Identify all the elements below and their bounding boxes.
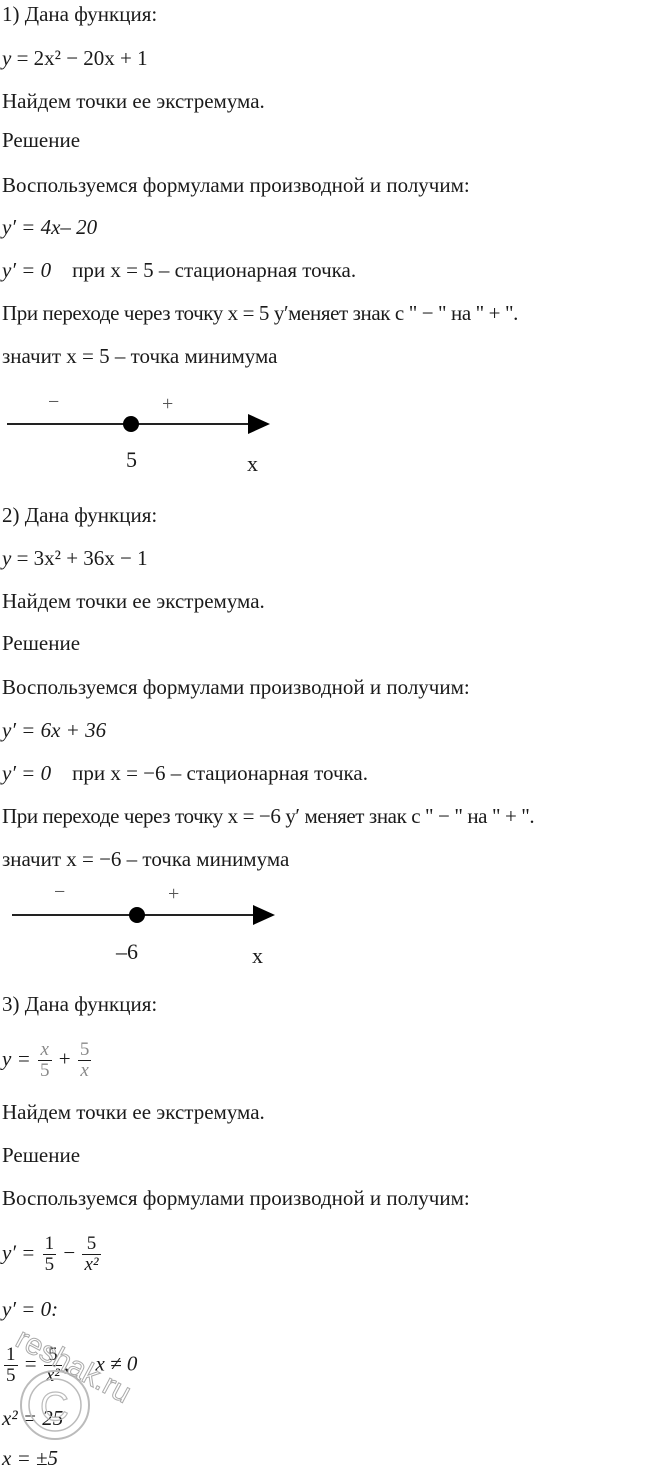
left-sign-label: −: [48, 391, 60, 413]
problem-3-derivative-intro: Воспользуемся формулами производной и по…: [2, 1186, 470, 1210]
problem-3-task: Найдем точки ее экстремума.: [2, 1100, 265, 1124]
domain-condition: x ≠ 0: [95, 1351, 138, 1376]
function-lhs: y: [2, 46, 12, 70]
denominator: 5: [44, 1254, 55, 1275]
function-lhs: y =: [2, 1046, 31, 1071]
fraction-5-over-x2: 5 x²: [82, 1234, 101, 1275]
numerator: 5: [43, 1345, 62, 1366]
problem-2-task: Найдем точки ее экстремума.: [2, 589, 265, 613]
problem-1-solution-label: Решение: [2, 128, 81, 152]
problem-1-stationary: y′ = 0 при x = 5 – стационарная точка.: [2, 258, 356, 282]
number-line-1: − + 5 x: [0, 385, 300, 485]
denominator: 5: [6, 1365, 16, 1386]
stationary-eq: y′ = 0: [2, 258, 52, 282]
derivative-lhs: y′ =: [2, 1240, 36, 1265]
denominator: x²: [84, 1254, 99, 1275]
problem-1-sign-change: При переходе через точку x = 5 y′меняет …: [2, 301, 518, 325]
problem-3-equation: 1 5 = 5 x² , x ≠ 0: [2, 1345, 137, 1386]
problem-3-derivative: y′ = 1 5 − 5 x²: [2, 1234, 103, 1275]
function-lhs: y: [2, 546, 12, 570]
numerator: 5: [82, 1234, 101, 1255]
stationary-note: – стационарная точка.: [158, 258, 357, 282]
function-rhs: = 3x² + 36x − 1: [16, 546, 148, 570]
denominator: x²: [45, 1365, 60, 1386]
function-rhs: = 2x² − 20x + 1: [16, 46, 148, 70]
left-sign-label: −: [54, 881, 66, 903]
numerator: x: [38, 1040, 52, 1061]
problem-3-function: y = x 5 + 5 x: [2, 1040, 93, 1081]
axis-label: x: [247, 451, 258, 476]
axis-label: x: [252, 943, 263, 968]
fraction-1-over-5: 1 5: [4, 1345, 18, 1386]
problem-3-step-roots: x = ±5: [2, 1446, 59, 1470]
stationary-note: – стационарная точка.: [170, 761, 368, 785]
problem-2-sign-change: При переходе через точку x = −6 y′ меняе…: [2, 804, 535, 828]
problem-3-set-zero: y′ = 0:: [2, 1297, 59, 1321]
fraction-1-over-5: 1 5: [42, 1233, 57, 1275]
fraction-5-over-x2: 5 x²: [43, 1345, 62, 1386]
problem-1-header: 1) Дана функция:: [2, 2, 158, 26]
point-label: –6: [116, 939, 138, 964]
right-sign-label: +: [168, 883, 180, 905]
problem-1-derivative: y′ = 4x– 20: [2, 215, 98, 239]
comma: ,: [63, 1351, 70, 1376]
point-label: 5: [126, 447, 137, 472]
plus-sign: +: [58, 1046, 71, 1071]
problem-3-step-square: x² = 25: [2, 1406, 64, 1430]
minus-sign: −: [63, 1240, 76, 1265]
problem-3-header: 3) Дана функция:: [2, 992, 158, 1016]
numerator: 1: [4, 1344, 18, 1366]
number-line-2: − + –6 x: [0, 875, 300, 975]
problem-1-conclusion: значит x = 5 – точка минимума: [2, 344, 278, 368]
problem-3-solution-label: Решение: [2, 1143, 81, 1167]
problem-2-solution-label: Решение: [2, 631, 81, 655]
equals-sign: =: [24, 1351, 37, 1376]
problem-1-task: Найдем точки ее экстремума.: [2, 89, 265, 113]
stationary-cond: при x = 5: [72, 258, 154, 282]
denominator: x: [80, 1060, 89, 1081]
problem-2-header: 2) Дана функция:: [2, 503, 158, 527]
problem-1-derivative-intro: Воспользуемся формулами производной и по…: [2, 173, 470, 197]
number-line-1-axis: [7, 414, 270, 434]
fraction-5-over-x: 5 x: [77, 1039, 92, 1081]
stationary-cond: при x = −6: [72, 761, 166, 785]
number-line-2-axis: [12, 905, 275, 925]
fraction-x-over-5: x 5: [38, 1040, 52, 1081]
problem-1-function: y = 2x² − 20x + 1: [2, 46, 148, 70]
right-sign-label: +: [162, 393, 174, 415]
problem-2-derivative: y′ = 6x + 36: [2, 718, 107, 742]
problem-2-stationary: y′ = 0 при x = −6 – стационарная точка.: [2, 761, 368, 785]
numerator: 1: [42, 1233, 57, 1255]
numerator: 5: [77, 1039, 92, 1061]
problem-2-derivative-intro: Воспользуемся формулами производной и по…: [2, 675, 470, 699]
problem-2-conclusion: значит x = −6 – точка минимума: [2, 847, 290, 871]
problem-2-function: y = 3x² + 36x − 1: [2, 546, 148, 570]
stationary-eq: y′ = 0: [2, 761, 52, 785]
denominator: 5: [40, 1060, 50, 1081]
